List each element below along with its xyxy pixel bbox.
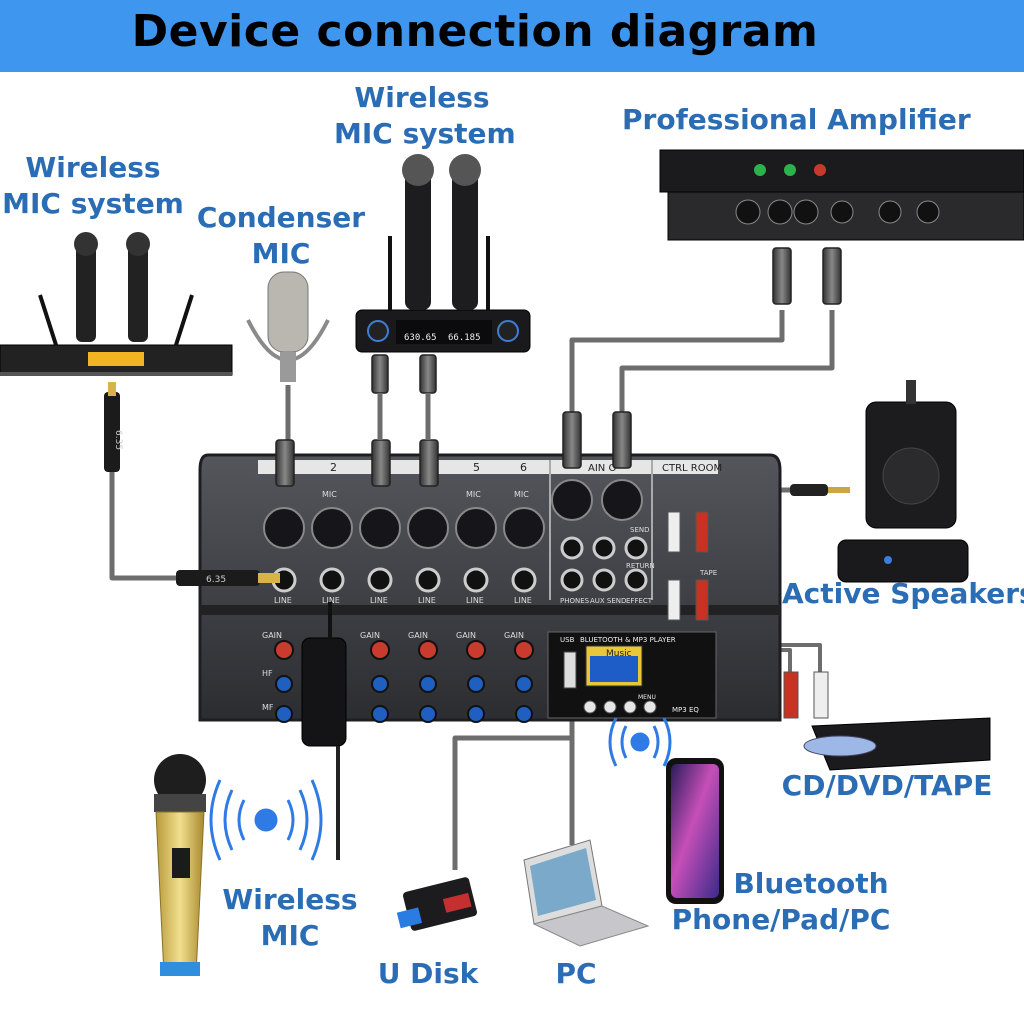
channel-number: 6 xyxy=(520,461,527,474)
mp3-button[interactable] xyxy=(603,700,617,714)
cable-wireless-left-to-line xyxy=(109,470,186,581)
label-line: Wireless xyxy=(222,883,358,916)
label-line: Wireless xyxy=(25,151,161,184)
bt-panel-label: BLUETOOTH & MP3 PLAYER xyxy=(580,636,676,644)
page-title: Device connection diagram xyxy=(131,6,819,57)
cable-drops xyxy=(377,393,431,440)
line-label: LINE xyxy=(418,596,436,605)
mic-label: MIC xyxy=(514,490,529,499)
receiver-display-left: 630.65 xyxy=(404,333,437,343)
jack-plug-horizontal: 6.35 xyxy=(176,570,280,586)
hf-label: HF xyxy=(262,669,273,678)
line-jacks xyxy=(271,536,648,593)
wireless-mic-receiver xyxy=(301,602,347,860)
smartphone xyxy=(666,758,724,904)
active-speaker-cabinet xyxy=(865,380,957,529)
cable-amp-right xyxy=(619,310,835,420)
mic-label: MIC xyxy=(466,490,481,499)
return-label: RETURN xyxy=(626,562,655,570)
cd-dvd-player xyxy=(803,717,991,771)
rca-plugs-mixer xyxy=(667,511,709,621)
label-line: MIC system xyxy=(334,117,516,150)
handheld-wireless-mic xyxy=(154,754,206,976)
line-label: LINE xyxy=(274,596,292,605)
main-out-label: AIN O xyxy=(588,463,616,474)
usb-card-reader xyxy=(396,877,477,931)
channel-number: 2 xyxy=(330,461,337,474)
label-pc: PC xyxy=(555,957,597,990)
professional-amplifier xyxy=(659,149,1024,241)
mp3-button[interactable] xyxy=(623,700,637,714)
label-condenser-mic: Condenser MIC xyxy=(196,200,366,272)
line-label: LINE xyxy=(514,596,532,605)
line-label: LINE xyxy=(322,596,340,605)
bluetooth-waves-mic xyxy=(209,779,323,861)
jack-plug-vertical: 6.35 xyxy=(104,382,123,472)
send-label: SEND xyxy=(630,526,650,534)
mp3-eq-label: MP3 EQ xyxy=(672,706,699,714)
lcd-text: Music xyxy=(606,649,632,659)
label-line: Phone/Pad/PC xyxy=(671,903,891,936)
phones-label: PHONES xyxy=(560,597,590,605)
gain-knobs xyxy=(274,640,534,660)
channel-number: 5 xyxy=(473,461,480,474)
label-u-disk: U Disk xyxy=(377,957,479,990)
aux-3-5-plug xyxy=(790,484,850,496)
cable-amp-left xyxy=(569,310,785,420)
label-professional-amplifier: Professional Amplifier xyxy=(622,103,971,136)
menu-label: MENU xyxy=(638,694,656,701)
mf-label: MF xyxy=(262,703,274,712)
gain-label: GAIN xyxy=(360,631,380,640)
label-line: Condenser xyxy=(196,201,366,234)
receiver-display-right: 66.185 xyxy=(448,333,481,343)
soundbar xyxy=(837,539,969,583)
label-bluetooth: Bluetooth Phone/Pad/PC xyxy=(666,866,896,938)
usb-label: USB xyxy=(560,636,575,644)
label-active-speakers: Active Speakers xyxy=(782,577,1024,610)
aux-send-label: AUX SEND xyxy=(590,597,626,605)
label-wireless-mic-system-top: Wireless MIC system xyxy=(334,80,516,152)
label-wireless-mic: Wireless MIC xyxy=(218,882,362,954)
condenser-mic xyxy=(246,271,330,382)
mic-label: MIC xyxy=(322,490,337,499)
mp3-button[interactable] xyxy=(643,700,657,714)
gain-label: GAIN xyxy=(504,631,524,640)
mixer: 2 5 6 AIN O CTRL ROOM MIC MIC MIC LINE L… xyxy=(198,453,782,723)
label-cd-dvd-tape: CD/DVD/TAPE xyxy=(781,769,993,802)
label-line: MIC system xyxy=(2,187,184,220)
wireless-receiver-left xyxy=(0,232,233,376)
line-label: LINE xyxy=(370,596,388,605)
gain-label: GAIN xyxy=(456,631,476,640)
usb-port[interactable] xyxy=(563,651,577,689)
line-label: LINE xyxy=(466,596,484,605)
gain-label: GAIN xyxy=(408,631,428,640)
xlr-inputs xyxy=(263,479,643,549)
ctrl-room-label: CTRL ROOM xyxy=(662,463,722,474)
wireless-receiver-top: 630.65 66.185 xyxy=(355,154,531,353)
tape-label: TAPE xyxy=(699,569,717,577)
bluetooth-waves-phone xyxy=(608,717,672,767)
label-line: Wireless xyxy=(354,81,490,114)
mp3-button[interactable] xyxy=(583,700,597,714)
jack-size-label: 6.35 xyxy=(206,575,226,585)
xlr-plugs xyxy=(275,247,842,487)
mp3-buttons xyxy=(583,700,657,714)
title-banner xyxy=(0,0,1024,72)
label-line: Bluetooth xyxy=(733,867,889,900)
gain-label: GAIN xyxy=(262,631,282,640)
label-line: MIC xyxy=(260,919,320,952)
laptop-pc xyxy=(523,839,650,947)
label-line: MIC xyxy=(251,237,311,270)
rca-plugs-cd xyxy=(783,671,829,719)
jack-size-label: 6.35 xyxy=(113,430,123,450)
label-wireless-mic-system-left: Wireless MIC system xyxy=(0,150,186,222)
effect-label: EFFECT xyxy=(626,597,653,605)
